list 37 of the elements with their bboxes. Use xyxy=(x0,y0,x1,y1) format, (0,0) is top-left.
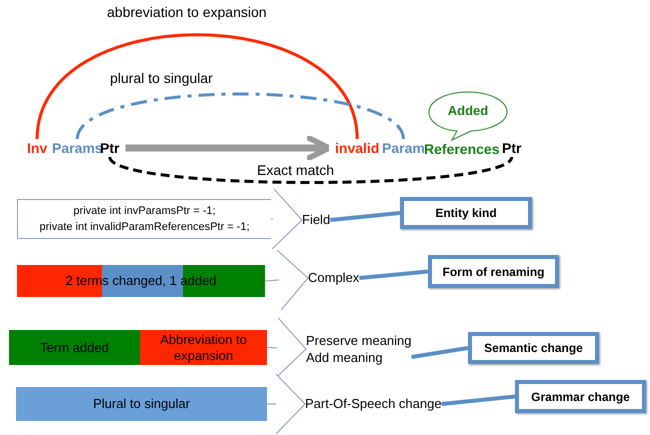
code-line: private int invalidParamReferencesPtr = -1; xyxy=(38,220,250,235)
colored-bar: Plural to singular xyxy=(16,387,267,421)
category-box: Semantic change xyxy=(468,332,599,364)
word-part: Inv xyxy=(27,139,48,157)
speech-bubble: Added xyxy=(427,90,509,142)
category-label: Add meaning xyxy=(306,349,384,366)
block-arrow xyxy=(266,374,306,434)
leader-line xyxy=(441,394,516,406)
leader-line xyxy=(330,211,400,222)
leader-line xyxy=(411,346,468,359)
leader-line xyxy=(359,270,428,280)
arc-line xyxy=(36,33,359,140)
arrow xyxy=(125,134,332,162)
code-line: private int invParamsPtr = -1; xyxy=(72,204,217,219)
category-box: Entity kind xyxy=(400,197,532,229)
category-label: Complex xyxy=(308,270,360,286)
edge-label: plural to singular xyxy=(108,70,215,86)
block-arrow xyxy=(270,188,302,250)
colored-bar: Term added xyxy=(9,330,140,365)
word-part: invalid xyxy=(335,139,380,157)
category-box: Form of renaming xyxy=(428,255,559,288)
category-label: Part-Of-Speech change xyxy=(305,396,442,412)
category-box: Grammar change xyxy=(515,380,646,413)
category-label: Preserve meaning xyxy=(306,332,412,349)
colored-bar: Abbreviation to expansion xyxy=(140,330,267,365)
word-part: References xyxy=(424,140,500,158)
edge-label: Exact match xyxy=(255,162,336,178)
category-label: Field xyxy=(302,212,330,228)
block-arrow xyxy=(266,317,306,378)
word-part: Param xyxy=(382,139,425,157)
block-arrow xyxy=(264,250,308,310)
edge-label: abbreviation to expansion xyxy=(105,4,269,20)
dashed-arc xyxy=(108,156,513,184)
word-part: Ptr xyxy=(502,139,522,157)
code-banner xyxy=(17,199,271,239)
dashed-arc xyxy=(76,92,405,140)
word-part: Ptr xyxy=(100,139,120,157)
